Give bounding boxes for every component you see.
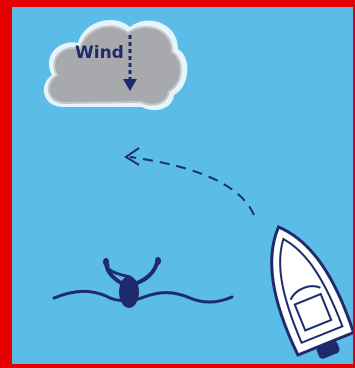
cloud-icon — [44, 20, 188, 110]
rescue-diagram: Wind — [12, 7, 353, 364]
swimmer-icon — [54, 257, 232, 308]
boat-icon — [250, 215, 353, 364]
approach-path-arrow-icon — [126, 148, 254, 215]
water-background: Wind — [12, 7, 353, 364]
wind-label: Wind — [75, 43, 124, 63]
